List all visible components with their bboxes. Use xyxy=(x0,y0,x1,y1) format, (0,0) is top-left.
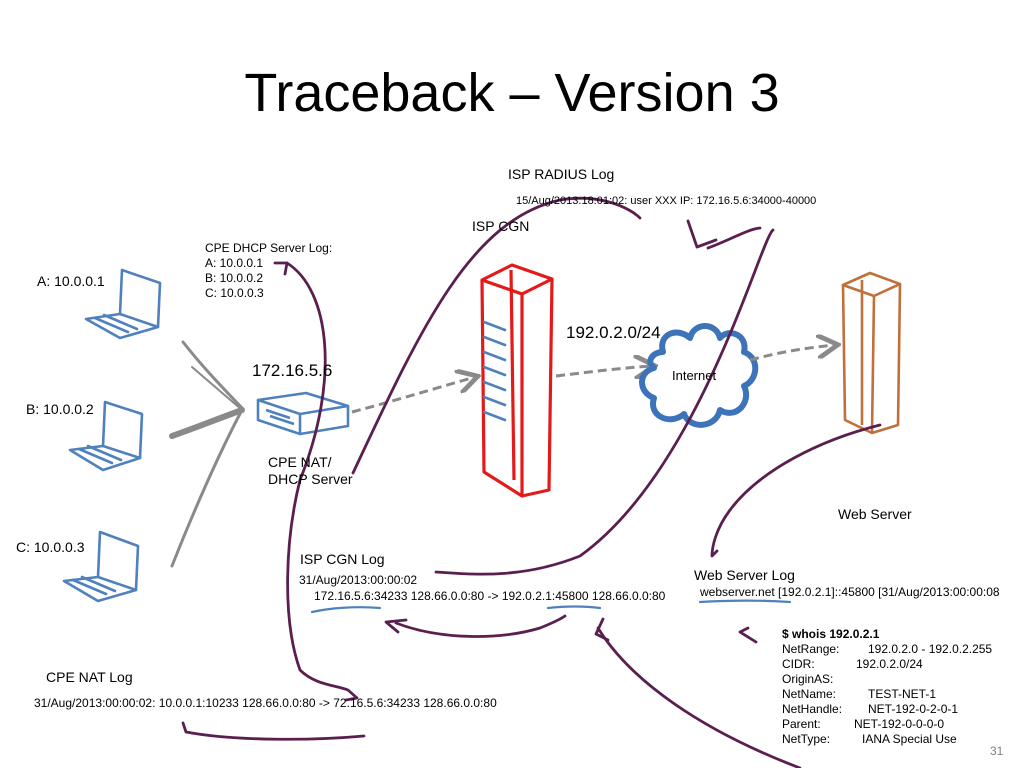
host-label-b: B: 10.0.0.2 xyxy=(26,401,94,417)
cpe-dhcp-log-line: A: 10.0.0.1 xyxy=(205,256,264,270)
whois-key: NetName: xyxy=(782,687,837,701)
whois-value: IANA Special Use xyxy=(862,732,957,746)
cpe-nat-log-entry: 31/Aug/2013:00:00:02: 10.0.0.1:10233 128… xyxy=(34,696,497,710)
log-underlines xyxy=(310,599,792,614)
link-cgn-internet xyxy=(555,366,652,376)
router-icon xyxy=(256,391,350,436)
trace-arrows xyxy=(181,196,882,768)
cpe-nat-log-heading: CPE NAT Log xyxy=(46,669,133,685)
whois-row: Parent: NET-192-0-0-0-0 xyxy=(782,717,992,732)
cpe-dhcp-log-line: B: 10.0.0.2 xyxy=(205,271,264,285)
server-tower-icon xyxy=(480,263,554,498)
web-server-log-heading: Web Server Log xyxy=(694,567,795,583)
whois-row: NetName: TEST-NET-1 xyxy=(782,687,992,702)
link-internet-web xyxy=(749,345,835,362)
internet-label: Internet xyxy=(672,368,717,383)
host-label-a: A: 10.0.0.1 xyxy=(37,273,105,289)
whois-key: NetRange: xyxy=(782,642,840,656)
page-title: Traceback – Version 3 xyxy=(244,63,780,123)
isp-radius-log-entry: 15/Aug/2013:18:01:02: user XXX IP: 172.1… xyxy=(516,195,817,207)
cpe-nat-label-line: DHCP Server xyxy=(268,471,353,487)
whois-value: 192.0.2.0/24 xyxy=(856,657,923,671)
cpe-nat-label-line: CPE NAT/ xyxy=(268,454,332,470)
web-server-log-entry: webserver.net [192.0.2.1]::45800 [31/Aug… xyxy=(700,585,1000,599)
isp-radius-log-heading: ISP RADIUS Log xyxy=(508,166,615,182)
whois-row: NetRange: 192.0.2.0 - 192.0.2.255 xyxy=(782,642,992,657)
cpe-dhcp-log: CPE DHCP Server Log: A: 10.0.0.1 B: 10.0… xyxy=(205,241,332,301)
laptop-icon xyxy=(84,268,162,340)
cloud-icon xyxy=(639,323,759,428)
cpe-nat-address: 172.16.5.6 xyxy=(252,361,333,380)
cgn-prefix-label: 192.0.2.0/24 xyxy=(566,323,661,342)
whois-row: NetHandle: NET-192-0-2-0-1 xyxy=(782,702,992,717)
cpe-dhcp-log-heading: CPE DHCP Server Log: xyxy=(205,241,333,255)
laptop-icon xyxy=(62,530,140,603)
cpe-nat-label: CPE NAT/ DHCP Server xyxy=(268,454,353,488)
slide-number: 31 xyxy=(990,744,1004,758)
whois-row: CIDR: 192.0.2.0/24 xyxy=(782,657,992,672)
cpe-dhcp-log-line: C: 10.0.0.3 xyxy=(205,286,264,300)
whois-row: NetType: IANA Special Use xyxy=(782,732,992,747)
whois-key: OriginAS: xyxy=(782,672,834,686)
isp-cgn-log-entry: 172.16.5.6:34233 128.66.0.0:80 -> 192.0.… xyxy=(314,589,666,603)
isp-cgn-log-heading: ISP CGN Log xyxy=(300,551,385,567)
cgn-port-lines xyxy=(482,320,507,422)
isp-cgn-log-time: 31/Aug/2013:00:00:02 xyxy=(299,573,418,587)
whois-key: Parent: xyxy=(782,717,821,731)
link-router-cgn xyxy=(351,377,475,414)
whois-value: NET-192-0-0-0-0 xyxy=(854,717,945,731)
whois-value: 192.0.2.0 - 192.0.2.255 xyxy=(868,642,993,656)
host-label-c: C: 10.0.0.3 xyxy=(16,539,85,555)
whois-row: OriginAS: xyxy=(782,672,992,687)
whois-command: $ whois 192.0.2.1 xyxy=(782,627,880,641)
whois-output: $ whois 192.0.2.1 NetRange: 192.0.2.0 - 1… xyxy=(782,627,992,747)
isp-cgn-label: ISP CGN xyxy=(472,218,530,234)
whois-value: TEST-NET-1 xyxy=(868,687,937,701)
whois-key: CIDR: xyxy=(782,657,815,671)
whois-key: NetHandle: xyxy=(782,702,843,716)
whois-value: NET-192-0-2-0-1 xyxy=(868,702,959,716)
laptop-icon xyxy=(68,400,144,472)
gray-links xyxy=(169,340,245,568)
server-tower-icon xyxy=(841,271,902,435)
whois-key: NetType: xyxy=(782,732,831,746)
web-server-label: Web Server xyxy=(838,506,912,522)
